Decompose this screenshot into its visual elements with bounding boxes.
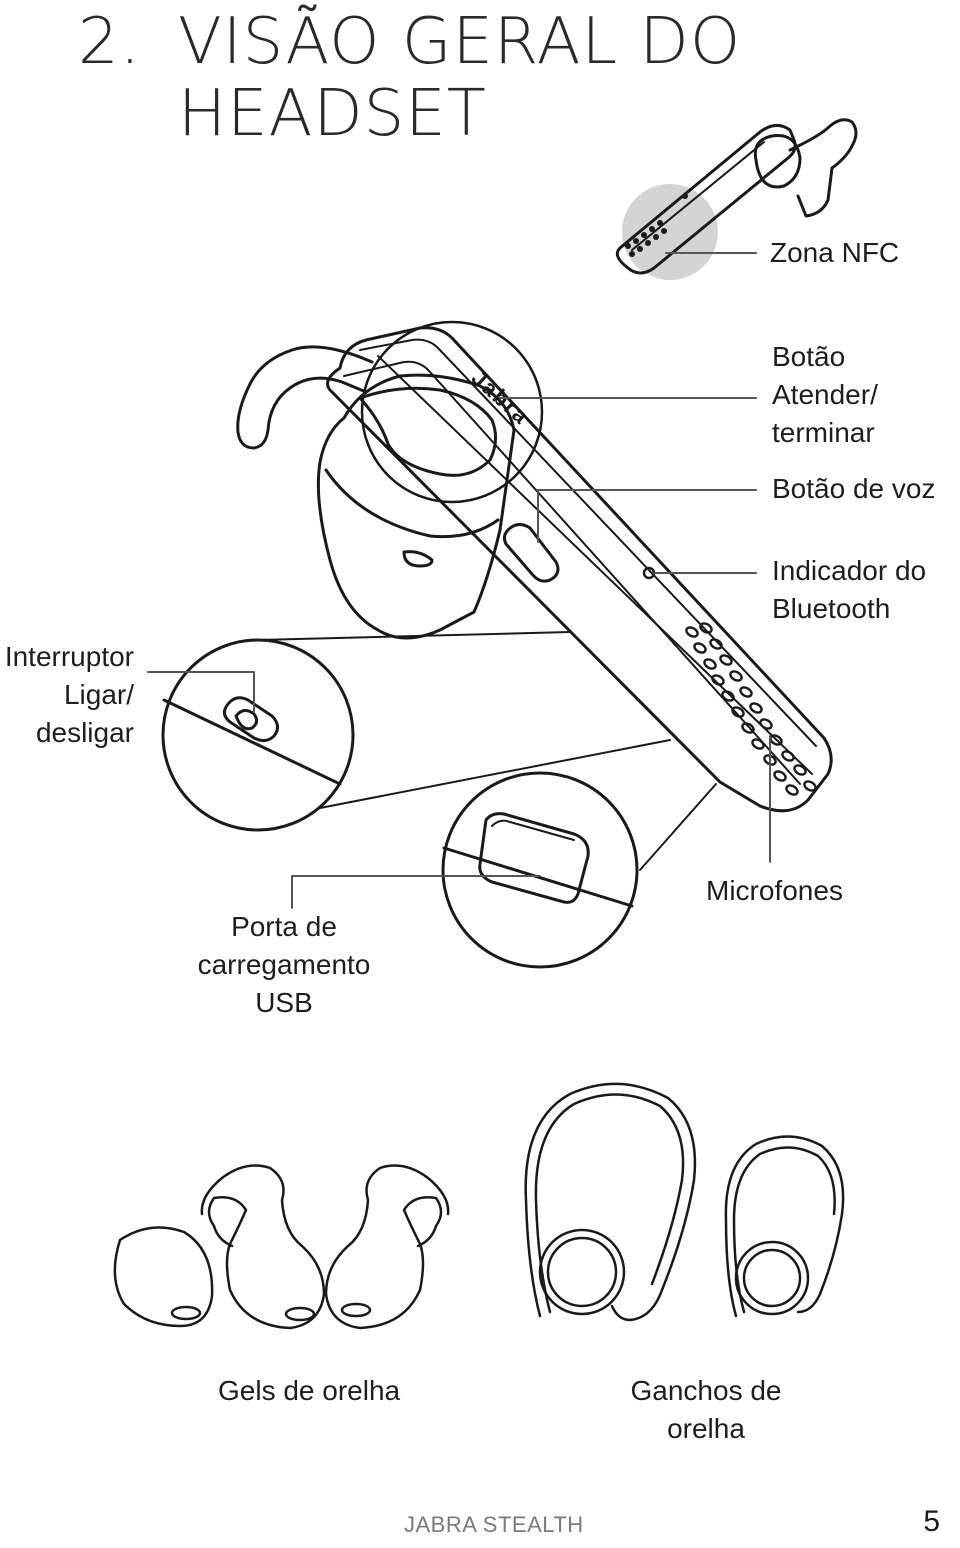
- ear-gels-illustration: [113, 1164, 450, 1330]
- page-number: 5: [923, 1505, 940, 1538]
- title-line-1: VISÃO GERAL DO: [178, 5, 742, 79]
- footer-product-name: JABRA STEALTH: [404, 1512, 584, 1537]
- ear-hooks-illustration: [524, 1082, 845, 1322]
- small-headset-icon: [615, 118, 858, 280]
- nfc-zone-label: Zona NFC: [770, 237, 900, 268]
- title-line-2: HEADSET: [178, 77, 487, 151]
- section-number: 2.: [78, 5, 142, 79]
- page-title: 2. VISÃO GERAL DO HEADSET: [78, 6, 741, 150]
- voice-button-label: Botão de voz: [772, 473, 936, 504]
- ear-gels-label: Gels de orelha: [218, 1375, 401, 1406]
- main-headset: Jabra: [236, 320, 833, 813]
- power-switch-zoom: [161, 631, 671, 832]
- microphones-label: Microfones: [706, 875, 843, 906]
- usb-port-zoom: [441, 771, 717, 969]
